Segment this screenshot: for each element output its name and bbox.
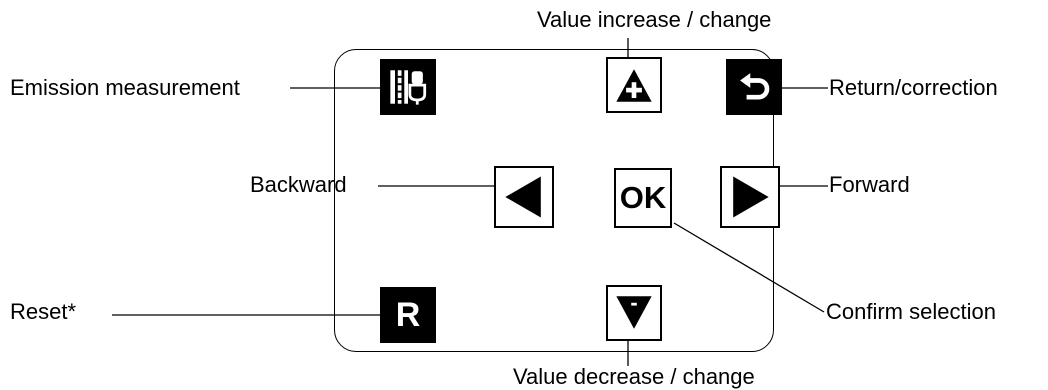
ok-button[interactable]: OK bbox=[614, 168, 672, 228]
label-return-correction: Return/correction bbox=[829, 75, 998, 100]
ok-label: OK bbox=[619, 180, 667, 215]
reset-button[interactable]: R bbox=[380, 287, 436, 343]
triangle-right-icon bbox=[733, 176, 769, 218]
triangle-up-plus-icon bbox=[616, 69, 652, 102]
triangle-down-minus-icon bbox=[616, 296, 652, 329]
value-decrease-button[interactable] bbox=[606, 285, 662, 341]
label-backward: Backward bbox=[250, 172, 347, 197]
backward-button[interactable] bbox=[494, 166, 554, 228]
label-value-increase: Value increase / change bbox=[537, 7, 772, 32]
emission-measurement-icon bbox=[390, 70, 427, 105]
emission-measurement-button[interactable] bbox=[380, 59, 436, 115]
return-correction-button[interactable] bbox=[726, 59, 782, 115]
label-confirm-selection: Confirm selection bbox=[826, 299, 996, 324]
return-arrow-icon bbox=[740, 73, 770, 100]
value-increase-button[interactable] bbox=[606, 57, 662, 113]
label-value-decrease: Value decrease / change bbox=[513, 364, 755, 389]
forward-button[interactable] bbox=[720, 166, 780, 228]
reset-key-label: R bbox=[395, 295, 421, 334]
label-reset: Reset* bbox=[10, 299, 77, 324]
triangle-left-icon bbox=[505, 176, 541, 218]
label-emission-measurement: Emission measurement bbox=[10, 75, 240, 100]
label-forward: Forward bbox=[829, 172, 910, 197]
